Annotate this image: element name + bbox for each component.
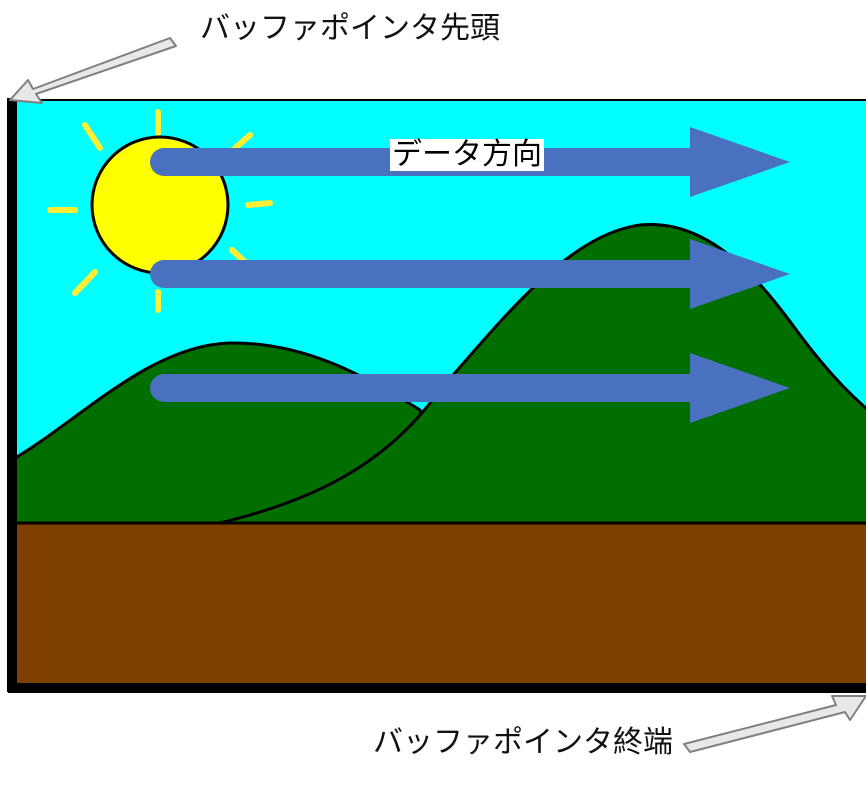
arrow-icon <box>9 37 177 104</box>
data-direction-label: データ方向 <box>390 137 544 172</box>
arrow-right-icon <box>150 239 790 309</box>
ground <box>12 521 866 690</box>
sun-rays <box>47 109 273 313</box>
buffer-end-label: バッファポインタ終端 <box>373 725 673 760</box>
data-direction-arrows <box>150 127 790 423</box>
arrow-right-icon <box>150 353 790 423</box>
buffer-start-label: バッファポインタ先頭 <box>200 11 500 46</box>
arrow-icon <box>683 695 866 753</box>
